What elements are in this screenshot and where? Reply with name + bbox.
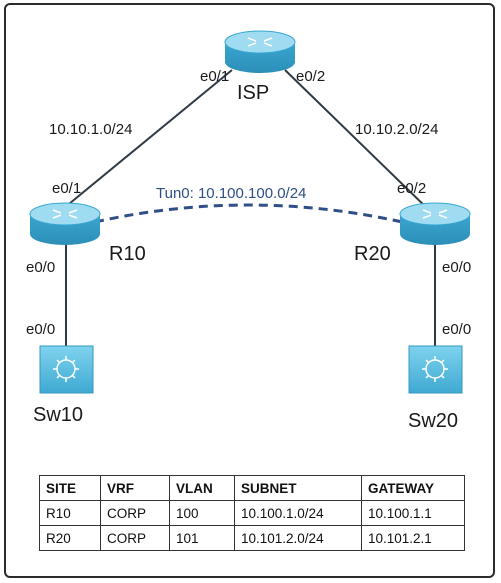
isp-e02-label: e0/2 — [296, 68, 326, 85]
header-vrf: VRF — [100, 475, 170, 501]
cell-site: R20 — [39, 525, 101, 551]
tunnel-link — [94, 203, 403, 224]
sw10-label: Sw10 — [33, 404, 84, 426]
isp-r20-subnet-label: 10.10.2.0/24 — [355, 121, 439, 138]
r10-label: R10 — [109, 243, 146, 265]
r10-router-icon[interactable] — [29, 202, 101, 245]
tunnel-label: Tun0: 10.100.100.0/24 — [156, 185, 307, 202]
sw10-e00-label: e0/0 — [26, 321, 56, 338]
cell-vlan: 101 — [169, 525, 235, 551]
header-vlan: VLAN — [169, 475, 235, 501]
isp-r10-subnet-label: 10.10.1.0/24 — [49, 121, 133, 138]
link-isp-r10 — [57, 69, 233, 214]
cell-vlan: 100 — [169, 500, 235, 526]
header-subnet: SUBNET — [234, 475, 362, 501]
sw20-switch-icon[interactable] — [408, 345, 463, 394]
isp-e01-label: e0/1 — [200, 68, 230, 85]
r20-e00-label: e0/0 — [442, 259, 472, 276]
diagram-frame — [4, 3, 495, 578]
cell-gateway: 10.100.1.1 — [361, 500, 465, 526]
r20-e02-label: e0/2 — [397, 180, 427, 197]
sw20-label: Sw20 — [408, 410, 459, 432]
sw10-switch-icon[interactable] — [39, 345, 94, 394]
r10-e00-label: e0/0 — [26, 259, 56, 276]
table-row: R20 CORP 101 10.101.2.0/24 10.101.2.1 — [39, 525, 465, 551]
link-isp-r20 — [284, 69, 433, 214]
r20-router-icon[interactable] — [399, 202, 471, 245]
cell-subnet: 10.101.2.0/24 — [234, 525, 362, 551]
sw20-e00-label: e0/0 — [442, 321, 472, 338]
isp-router-icon[interactable] — [224, 30, 296, 73]
cell-gateway: 10.101.2.1 — [361, 525, 465, 551]
site-vrf-table: SITE VRF VLAN SUBNET GATEWAY R10 CORP 10… — [39, 475, 465, 551]
cell-site: R10 — [39, 500, 101, 526]
cell-vrf: CORP — [100, 500, 170, 526]
header-gateway: GATEWAY — [361, 475, 465, 501]
cell-vrf: CORP — [100, 525, 170, 551]
table-row: R10 CORP 100 10.100.1.0/24 10.100.1.1 — [39, 500, 465, 526]
isp-label: ISP — [237, 82, 270, 104]
cell-subnet: 10.100.1.0/24 — [234, 500, 362, 526]
r20-label: R20 — [354, 243, 391, 265]
table-header-row: SITE VRF VLAN SUBNET GATEWAY — [39, 475, 465, 501]
r10-e01-label: e0/1 — [52, 180, 82, 197]
header-site: SITE — [39, 475, 101, 501]
